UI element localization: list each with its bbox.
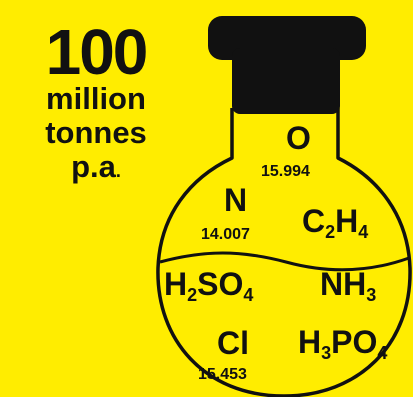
element-oxygen: O bbox=[286, 120, 311, 156]
stat-unit-tonnes: tonnes bbox=[45, 115, 147, 150]
compound-phosphoric-acid: H3PO4 bbox=[298, 324, 388, 363]
chlorine-mass: 15.453 bbox=[198, 366, 247, 383]
nitrogen-mass: 14.007 bbox=[201, 226, 250, 243]
stat-unit-million: million bbox=[46, 81, 146, 116]
stat-per-annum: p.a. bbox=[71, 149, 121, 184]
compound-sulfuric-acid: H2SO4 bbox=[164, 266, 254, 305]
element-nitrogen: N bbox=[224, 182, 248, 218]
flask-stopper-plug bbox=[232, 48, 340, 114]
compound-ethylene: C2H4 bbox=[302, 203, 369, 242]
compound-ammonia: NH3 bbox=[320, 266, 377, 305]
element-chlorine: Cl bbox=[217, 325, 249, 361]
production-stat: 100 million tonnes p.a. bbox=[22, 16, 170, 188]
oxygen-mass: 15.994 bbox=[261, 163, 310, 180]
liquid-line bbox=[159, 251, 410, 272]
flask-outline bbox=[156, 108, 412, 397]
stat-amount: 100 bbox=[45, 16, 149, 88]
